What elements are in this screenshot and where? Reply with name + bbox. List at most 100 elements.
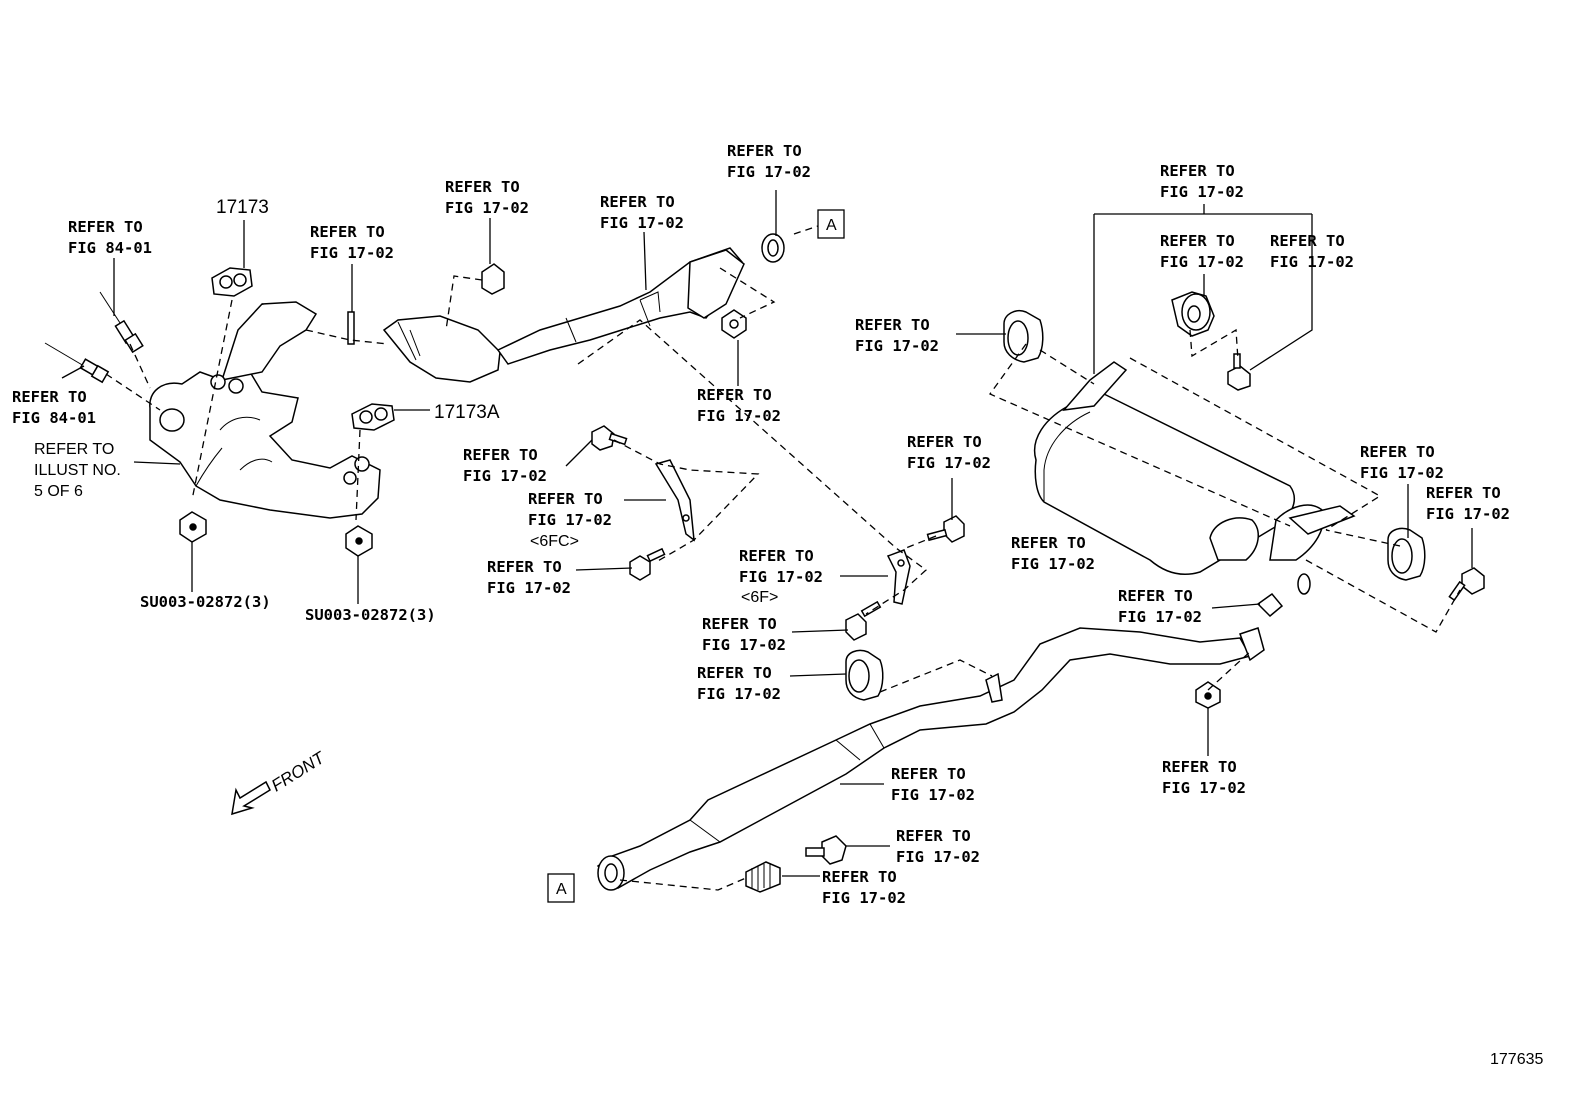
nut-left	[179, 511, 207, 543]
svg-text:FIG 17-02: FIG 17-02	[1118, 608, 1202, 626]
spring-center-pipe	[745, 861, 781, 893]
svg-text:REFER TO: REFER TO	[727, 142, 802, 160]
svg-text:FIG 17-02: FIG 17-02	[891, 786, 975, 804]
svg-text:REFER TO: REFER TO	[1160, 162, 1235, 180]
svg-text:REFER TO: REFER TO	[463, 446, 538, 464]
exhaust-manifold	[149, 301, 381, 519]
nut-front-pipe	[481, 263, 505, 295]
connector-letter-bottom: A	[556, 881, 567, 898]
svg-text:REFER TO: REFER TO	[891, 765, 966, 783]
leader-lines	[61, 190, 1473, 877]
svg-text:REFER TO: REFER TO	[896, 827, 971, 845]
illust-reference: REFER TO ILLUST NO. 5 OF 6	[34, 441, 121, 500]
svg-text:FIG 17-02: FIG 17-02	[1270, 253, 1354, 271]
part-number-nut-left: SU003-02872(3)	[140, 593, 271, 611]
stud-pin	[347, 311, 355, 345]
refer-label-front-pipe: REFER TO FIG 17-02	[600, 193, 684, 232]
rubber-hanger-right	[1387, 527, 1426, 581]
refer-label-oxygen-sensor-lower: REFER TO FIG 84-01	[12, 388, 96, 427]
bolt-muffler-right	[1448, 567, 1485, 602]
refer-label-tailpipe-bracket: REFER TO FIG 17-02	[1160, 232, 1244, 271]
svg-text:FIG 17-02: FIG 17-02	[1011, 555, 1095, 573]
connector-box-bottom	[547, 873, 575, 903]
gasket-17173a	[351, 403, 395, 431]
svg-text:REFER TO: REFER TO	[34, 441, 114, 458]
svg-text:FIG 17-02: FIG 17-02	[739, 568, 823, 586]
svg-text:FIG 17-02: FIG 17-02	[310, 244, 394, 262]
svg-text:REFER TO: REFER TO	[739, 547, 814, 565]
svg-text:REFER TO: REFER TO	[1160, 232, 1235, 250]
refer-label-hanger-left: REFER TO FIG 17-02	[855, 316, 939, 355]
svg-text:REFER TO: REFER TO	[310, 223, 385, 241]
svg-text:REFER TO: REFER TO	[528, 490, 603, 508]
bolt-6f-upper	[926, 515, 965, 543]
refer-label-nut-front-pipe: REFER TO FIG 17-02	[445, 178, 529, 217]
svg-text:FIG 17-02: FIG 17-02	[445, 199, 529, 217]
svg-text:REFER TO: REFER TO	[1426, 484, 1501, 502]
refer-label-hanger-right: REFER TO FIG 17-02	[1360, 443, 1444, 482]
part-number-17173: 17173	[216, 197, 269, 218]
svg-text:FIG 17-02: FIG 17-02	[855, 337, 939, 355]
rubber-hanger-center	[845, 649, 884, 701]
svg-text:FIG 17-02: FIG 17-02	[697, 407, 781, 425]
refer-label-bracket-6f: REFER TO FIG 17-02	[739, 547, 823, 586]
refer-label-nut-flange: REFER TO FIG 17-02	[697, 386, 781, 425]
svg-text:REFER TO: REFER TO	[822, 868, 897, 886]
bolt-bracket-upper	[591, 425, 628, 451]
oxygen-sensor-lower	[44, 342, 110, 384]
svg-text:FIG 17-02: FIG 17-02	[1162, 779, 1246, 797]
svg-text:REFER TO: REFER TO	[600, 193, 675, 211]
refer-label-spring-center-pipe: REFER TO FIG 17-02	[822, 868, 906, 907]
svg-text:5 OF 6: 5 OF 6	[34, 483, 83, 500]
refer-label-oxygen-sensor-upper: REFER TO FIG 84-01	[68, 218, 152, 257]
refer-label-flange-gasket: REFER TO FIG 17-02	[727, 142, 811, 181]
part-number-nut-right: SU003-02872(3)	[305, 606, 436, 624]
svg-text:REFER TO: REFER TO	[1360, 443, 1435, 461]
gasket-17173	[211, 267, 253, 297]
bolt-6f-lower	[845, 600, 882, 641]
variant-label-6fc: <6FC>	[530, 533, 579, 550]
rubber-hanger-left	[1003, 310, 1044, 363]
svg-text:REFER TO: REFER TO	[12, 388, 87, 406]
front-pipe-catalyst	[382, 247, 745, 383]
svg-text:FIG 84-01: FIG 84-01	[12, 409, 96, 427]
svg-text:FIG 17-02: FIG 17-02	[907, 454, 991, 472]
nut-flange	[721, 309, 747, 339]
nut-rear	[1195, 681, 1221, 709]
oxygen-sensor-upper	[99, 291, 144, 354]
gasket-rear	[1256, 592, 1284, 618]
svg-text:REFER TO: REFER TO	[1270, 232, 1345, 250]
refer-label-bolt-6f-upper: REFER TO FIG 17-02	[907, 433, 991, 472]
svg-text:FIG 17-02: FIG 17-02	[528, 511, 612, 529]
svg-text:FIG 17-02: FIG 17-02	[463, 467, 547, 485]
svg-text:FIG 17-02: FIG 17-02	[727, 163, 811, 181]
svg-text:REFER TO: REFER TO	[855, 316, 930, 334]
connector-letter-top: A	[826, 217, 837, 234]
svg-text:ILLUST NO.: ILLUST NO.	[34, 462, 121, 479]
svg-text:REFER TO: REFER TO	[702, 615, 777, 633]
flange-gasket-top	[761, 233, 785, 263]
svg-text:REFER TO: REFER TO	[445, 178, 520, 196]
refer-label-main-muffler: REFER TO FIG 17-02	[1011, 534, 1095, 573]
svg-text:REFER TO: REFER TO	[697, 386, 772, 404]
svg-text:FIG 17-02: FIG 17-02	[1360, 464, 1444, 482]
bolt-bracket-lower	[629, 547, 666, 581]
refer-label-bolt-6f-lower: REFER TO FIG 17-02	[702, 615, 786, 654]
svg-text:FIG 17-02: FIG 17-02	[697, 685, 781, 703]
svg-text:REFER TO: REFER TO	[1011, 534, 1086, 552]
svg-text:FIG 17-02: FIG 17-02	[487, 579, 571, 597]
refer-label-tailpipe-bolt: REFER TO FIG 17-02	[1270, 232, 1354, 271]
refer-label-stud: REFER TO FIG 17-02	[310, 223, 394, 262]
center-pipe-muffler	[596, 627, 1265, 891]
figure-number: 177635	[1490, 1051, 1543, 1068]
front-arrow-icon	[231, 780, 271, 816]
svg-text:FIG 17-02: FIG 17-02	[896, 848, 980, 866]
refer-label-nut-rear: REFER TO FIG 17-02	[1162, 758, 1246, 797]
svg-text:REFER TO: REFER TO	[487, 558, 562, 576]
bracket-6f	[886, 549, 911, 605]
refer-label-bolt-muffler-right: REFER TO FIG 17-02	[1426, 484, 1510, 523]
refer-label-bracket-6fc: REFER TO FIG 17-02	[528, 490, 612, 529]
svg-text:REFER TO: REFER TO	[1118, 587, 1193, 605]
connector-box-top	[817, 209, 845, 239]
